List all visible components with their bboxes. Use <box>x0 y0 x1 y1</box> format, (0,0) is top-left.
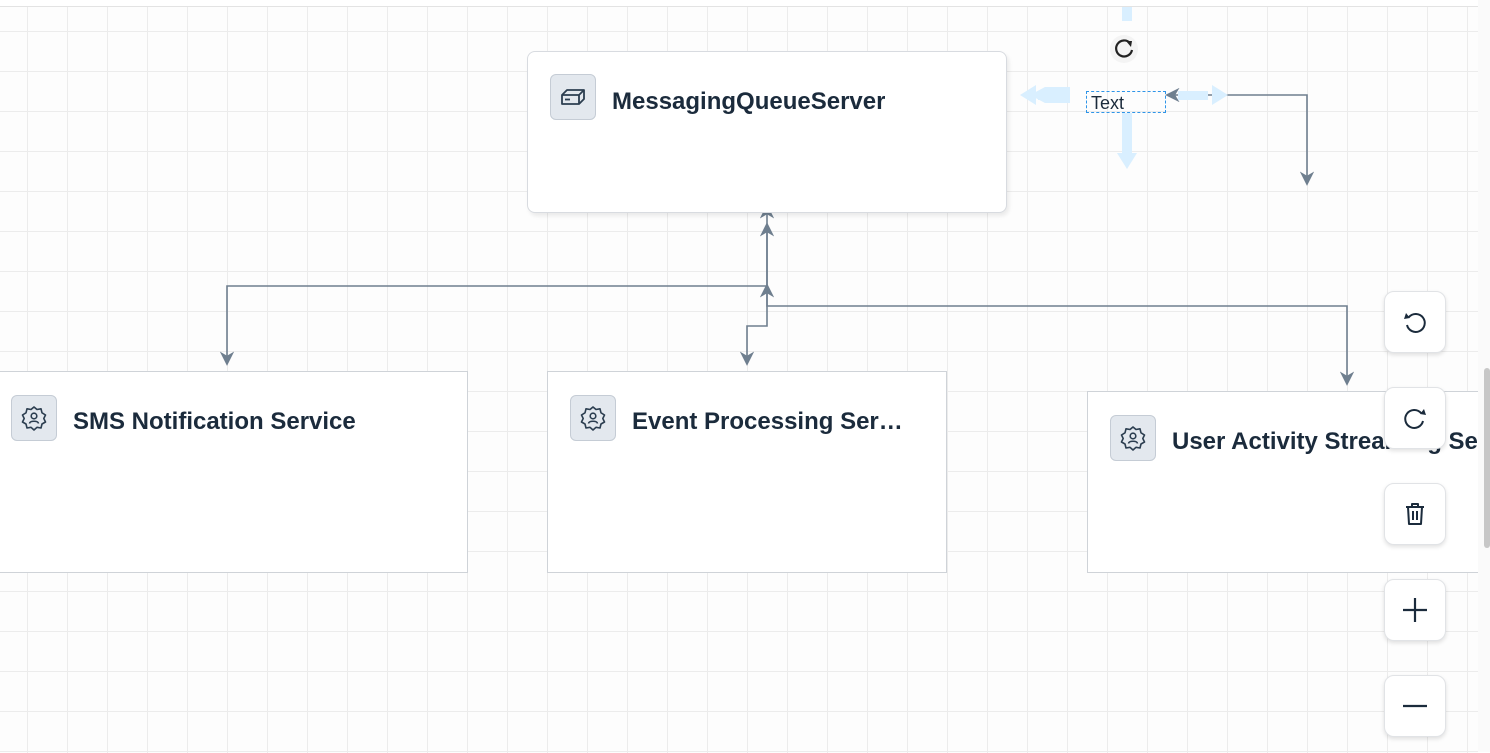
service-gear-icon <box>570 395 616 441</box>
delete-button[interactable] <box>1384 483 1446 545</box>
redo-button[interactable] <box>1384 387 1446 449</box>
edge-mq-sms[interactable] <box>219 204 775 366</box>
undo-button[interactable] <box>1384 291 1446 353</box>
minus-icon <box>1403 704 1427 708</box>
edge-text[interactable] <box>1165 87 1315 186</box>
selection-handles[interactable] <box>1020 6 1228 169</box>
edge-mq-event[interactable] <box>739 222 775 366</box>
node-title: Event Processing Ser… <box>632 408 903 435</box>
vertical-scrollbar[interactable] <box>1484 368 1490 548</box>
service-gear-icon <box>1110 415 1156 461</box>
node-sms-notification-service[interactable]: SMS Notification Service <box>0 371 468 573</box>
edge-mq-user-activity[interactable] <box>759 283 1355 386</box>
service-gear-icon <box>11 395 57 441</box>
node-title: MessagingQueueServer <box>612 88 886 115</box>
diagram-canvas[interactable]: Text MessagingQueueServer SMS Notificati… <box>0 6 1478 753</box>
undo-icon <box>1404 312 1426 333</box>
zoom-out-button[interactable] <box>1384 675 1446 737</box>
text-label[interactable]: Text <box>1086 91 1166 113</box>
trash-icon <box>1406 503 1424 525</box>
node-title: SMS Notification Service <box>73 408 356 435</box>
zoom-in-button[interactable] <box>1384 579 1446 641</box>
node-event-processing-service[interactable]: Event Processing Ser… <box>547 371 947 573</box>
redo-icon <box>1404 408 1426 429</box>
node-messaging-queue-server[interactable]: MessagingQueueServer <box>527 51 1007 213</box>
edges-layer <box>219 6 1355 386</box>
server-icon <box>550 74 596 120</box>
plus-icon <box>1403 598 1427 622</box>
rotate-handle-icon[interactable] <box>1108 33 1140 65</box>
